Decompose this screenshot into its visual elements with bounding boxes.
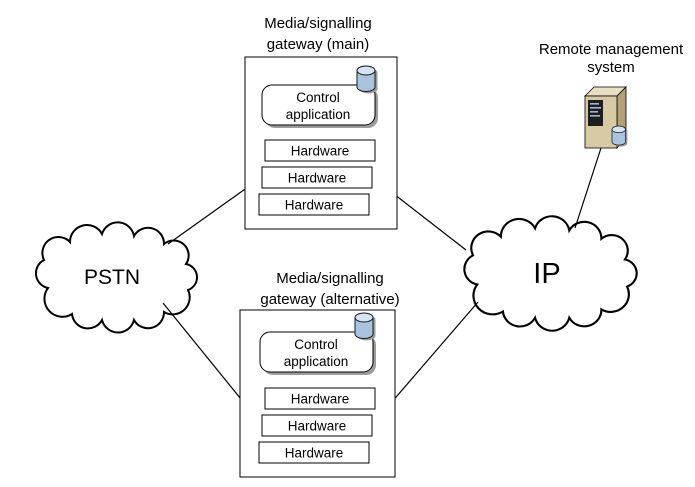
alt-gateway-title-line1: Media/signalling	[276, 270, 384, 287]
alt-control-app-label-line2: application	[284, 354, 349, 369]
main-hardware-label-3: Hardware	[285, 198, 344, 213]
server-database-cylinder-icon	[611, 125, 628, 147]
server-icon-panel	[588, 100, 603, 126]
alt-hardware-box-3	[258, 441, 370, 464]
remote-management-label-line1: Remote management	[539, 41, 684, 58]
alt-hardware-label-1: Hardware	[291, 392, 350, 407]
main-hardware-label-2: Hardware	[288, 171, 347, 186]
server-icon-panel-line	[590, 107, 601, 109]
server-icon-panel-line	[590, 115, 600, 117]
alt-hardware-box-1	[264, 387, 376, 410]
server-icon-panel-line	[590, 103, 599, 105]
server-icon	[584, 86, 628, 149]
main-hardware-box-2	[261, 166, 373, 189]
main-database-cylinder-icon	[356, 65, 378, 94]
connection-ip-to-remote-management	[574, 147, 602, 229]
alt-database-cylinder-icon	[354, 312, 376, 341]
main-gateway-title-line1: Media/signalling	[264, 15, 372, 32]
pstn-label: PSTN	[84, 266, 140, 289]
main-control-app-label-line1: Control	[296, 90, 340, 105]
main-control-app-box	[261, 84, 376, 126]
alt-hardware-label-2: Hardware	[288, 419, 347, 434]
main-hardware-box-1	[264, 139, 376, 162]
main-gateway-title-line2: gateway (main)	[267, 36, 370, 53]
alt-control-app-box	[259, 331, 374, 373]
alt-hardware-label-3: Hardware	[285, 446, 344, 461]
main-control-app-label-line2: application	[286, 107, 351, 122]
server-icon-panel-line	[590, 111, 598, 113]
alt-gateway-title-line2: gateway (alternative)	[260, 291, 399, 308]
remote-management-label-line2: system	[587, 59, 635, 76]
alt-control-app-label-line1: Control	[294, 337, 338, 352]
main-hardware-label-1: Hardware	[291, 144, 350, 159]
ip-label: IP	[533, 258, 560, 290]
main-hardware-box-3	[258, 193, 370, 216]
alt-hardware-box-2	[261, 414, 373, 437]
